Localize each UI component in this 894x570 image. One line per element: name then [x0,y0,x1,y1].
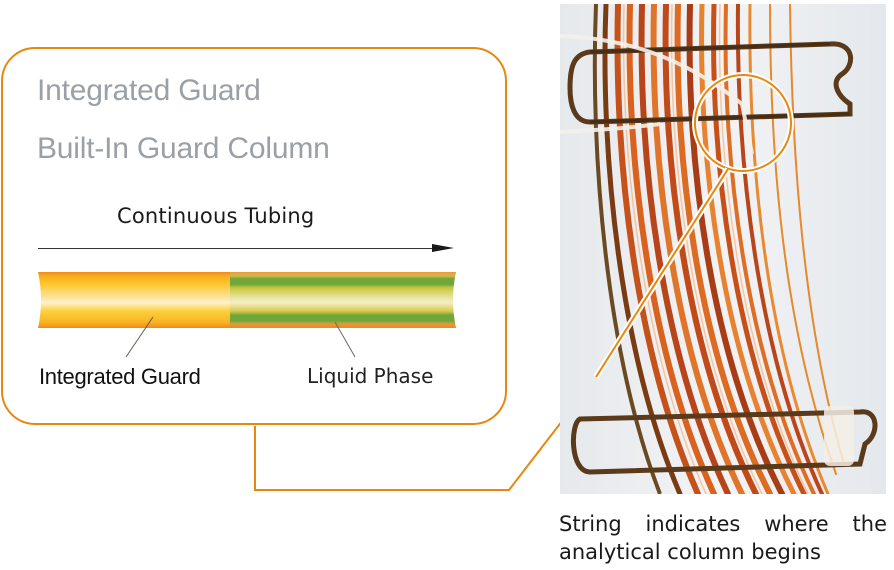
liquid-phase-label: Liquid Phase [307,364,434,388]
title-built-in-guard-column: Built-In Guard Column [37,132,330,165]
caption-word: where [764,512,829,536]
caption-word: String [559,512,622,536]
tube-svg [38,272,456,328]
guard-segment [38,272,230,328]
liquid-phase-segment [230,272,456,328]
tubing-arrow-line [38,248,438,249]
title-integrated-guard: Integrated Guard [37,74,261,107]
tube-diagram [38,271,456,329]
caption-line-2: analytical column begins [559,540,821,564]
arrow-right-icon [432,244,454,252]
caption-word: indicates [645,512,741,536]
column-photo [560,4,886,494]
caption-word: the [852,512,887,536]
callout-box [1,47,507,425]
caption-line-1: String indicates where the [559,510,887,538]
continuous-tubing-label: Continuous Tubing [117,204,315,228]
integrated-guard-label: Integrated Guard [39,364,201,389]
photo-caption: String indicates where the analytical co… [559,510,887,566]
coil-illustration [560,4,886,494]
